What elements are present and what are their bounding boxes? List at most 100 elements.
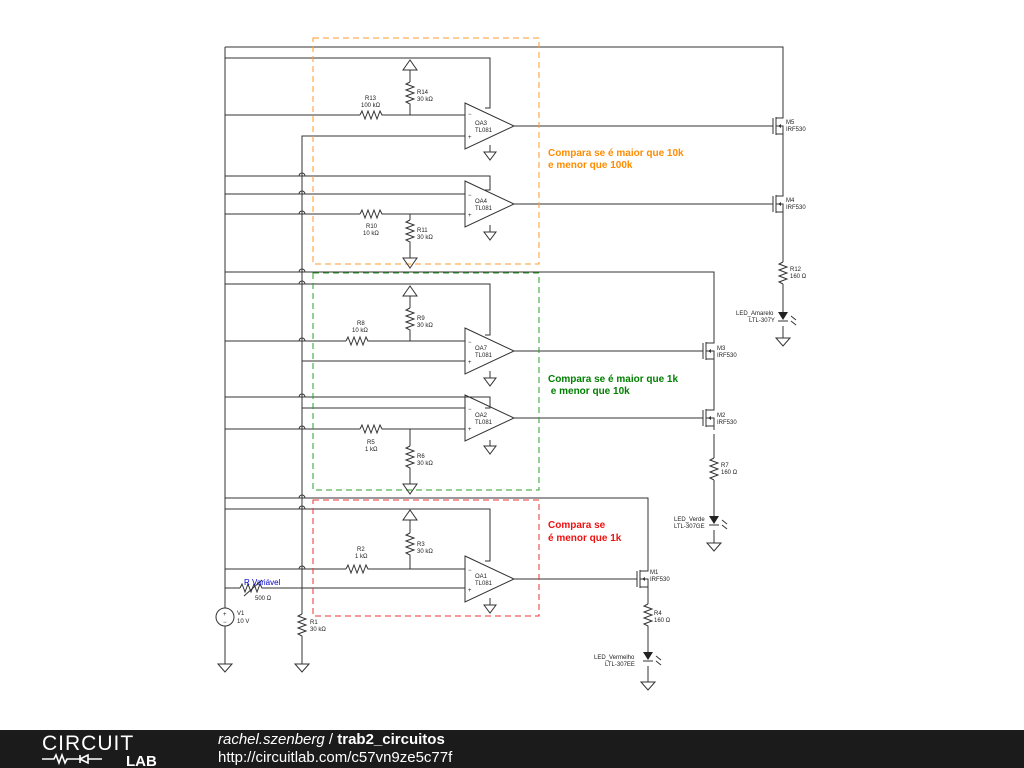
r9-value: 30 kΩ bbox=[417, 323, 433, 329]
resistor-r5[interactable]: R5 1 kΩ bbox=[359, 423, 384, 453]
project-url[interactable]: http://circuitlab.com/c57vn9ze5c77f bbox=[218, 749, 453, 766]
m4-name: M4 bbox=[786, 198, 795, 204]
resistor-r11[interactable]: R11 30 kΩ bbox=[404, 219, 433, 246]
resistor-r14[interactable]: R14 30 kΩ bbox=[404, 81, 433, 108]
m2-model: IRF530 bbox=[717, 420, 737, 426]
svg-text:−: − bbox=[468, 340, 472, 346]
v1-value: 10 V bbox=[237, 619, 249, 625]
led-amarelo-model: LTL-307Y bbox=[749, 318, 775, 324]
led-verde[interactable]: LED_Verde LTL-307GE bbox=[674, 516, 728, 530]
mosfet-m2[interactable]: M2 IRF530 bbox=[700, 406, 737, 430]
led-amarelo[interactable]: LED_Amarelo LTL-307Y bbox=[736, 311, 797, 326]
r11-name: R11 bbox=[417, 228, 428, 234]
led-vermelho[interactable]: LED_Vermelho LTL-307EE bbox=[594, 652, 662, 668]
svg-text:−: − bbox=[468, 568, 472, 574]
mosfet-m1[interactable]: M1 IRF530 bbox=[634, 567, 670, 591]
svg-text:+: + bbox=[468, 427, 472, 433]
r13-name: R13 bbox=[365, 96, 377, 102]
green-annotation-line2: e menor que 10k bbox=[548, 386, 630, 397]
r8-value: 10 kΩ bbox=[352, 328, 368, 334]
svg-text:+: + bbox=[468, 588, 472, 594]
r3-value: 30 kΩ bbox=[417, 549, 433, 555]
ground-symbols bbox=[216, 151, 792, 691]
voltage-source-v1[interactable]: +− V1 10 V bbox=[215, 607, 249, 627]
svg-text:+: + bbox=[468, 213, 472, 219]
led-vermelho-name: LED_Vermelho bbox=[594, 655, 635, 661]
r4-value: 160 Ω bbox=[654, 618, 671, 624]
resistor-r1[interactable]: R1 30 kΩ bbox=[296, 613, 326, 638]
led-vermelho-model: LTL-307EE bbox=[605, 662, 635, 668]
resistor-r6[interactable]: R6 30 kΩ bbox=[404, 445, 433, 472]
svg-text:+: + bbox=[223, 612, 227, 618]
resistor-r2[interactable]: R2 1 kΩ bbox=[345, 547, 370, 575]
resistor-r13[interactable]: R13 100 kΩ bbox=[359, 96, 384, 121]
m5-name: M5 bbox=[786, 120, 795, 126]
svg-text:+: + bbox=[468, 135, 472, 141]
opamp-oa1[interactable]: −+ OA1 TL081 bbox=[464, 555, 516, 603]
m4-model: IRF530 bbox=[786, 205, 806, 211]
footer-bar: CIRCUIT LAB rachel.szenberg / trab2_circ… bbox=[0, 730, 1024, 768]
resistor-r8[interactable]: R8 10 kΩ bbox=[345, 321, 370, 347]
byline-separator: / bbox=[324, 731, 338, 748]
resistor-r9[interactable]: R9 30 kΩ bbox=[404, 307, 433, 334]
circuit-schematic: −+ OA3 TL081 −+ OA4 TL081 −+ OA7 TL081 −… bbox=[215, 37, 807, 691]
author-link[interactable]: rachel.szenberg bbox=[218, 731, 325, 748]
logo-text-bottom: LAB bbox=[126, 753, 157, 768]
circuitlab-logo[interactable]: CIRCUIT LAB bbox=[40, 730, 180, 768]
project-byline: rachel.szenberg / trab2_circuitos bbox=[218, 731, 445, 749]
orange-group-box bbox=[312, 37, 540, 265]
oa4-name: OA4 bbox=[475, 199, 488, 205]
r3-name: R3 bbox=[417, 542, 425, 548]
m3-model: IRF530 bbox=[717, 353, 737, 359]
r12-value: 160 Ω bbox=[790, 274, 807, 280]
oa7-model: TL081 bbox=[475, 353, 493, 359]
oa7-name: OA7 bbox=[475, 346, 488, 352]
resistor-r10[interactable]: R10 10 kΩ bbox=[359, 208, 384, 237]
led-amarelo-name: LED_Amarelo bbox=[736, 311, 774, 317]
resistor-r-variavel[interactable]: R Variável 500 Ω bbox=[239, 578, 281, 602]
supply-arrows bbox=[402, 59, 418, 521]
r5-name: R5 bbox=[367, 440, 375, 446]
m3-name: M3 bbox=[717, 346, 726, 352]
r6-value: 30 kΩ bbox=[417, 461, 433, 467]
oa1-model: TL081 bbox=[475, 581, 493, 587]
r13-value: 100 kΩ bbox=[361, 103, 381, 109]
oa2-name: OA2 bbox=[475, 413, 488, 419]
green-annotation-line1: Compara se é maior que 1k bbox=[548, 374, 678, 385]
rvar-value: 500 Ω bbox=[255, 596, 272, 602]
mosfet-m3[interactable]: M3 IRF530 bbox=[700, 339, 737, 363]
mosfet-m4[interactable]: M4 IRF530 bbox=[770, 192, 806, 216]
red-annotation-line2: é menor que 1k bbox=[548, 533, 622, 544]
r1-name: R1 bbox=[310, 620, 318, 626]
resistor-r12[interactable]: R12 160 Ω bbox=[777, 261, 807, 285]
r14-name: R14 bbox=[417, 90, 429, 96]
resistor-r7[interactable]: R7 160 Ω bbox=[708, 457, 738, 481]
r12-name: R12 bbox=[790, 267, 802, 273]
r2-name: R2 bbox=[357, 547, 365, 553]
oa2-model: TL081 bbox=[475, 420, 493, 426]
rvar-name: R Variável bbox=[244, 578, 281, 587]
project-link[interactable]: trab2_circuitos bbox=[337, 731, 445, 748]
r10-value: 10 kΩ bbox=[363, 231, 379, 237]
red-group-box bbox=[312, 499, 540, 617]
svg-text:−: − bbox=[468, 193, 472, 199]
green-group-box bbox=[312, 272, 540, 491]
mosfet-m5[interactable]: M5 IRF530 bbox=[770, 114, 806, 138]
opamp-oa3[interactable]: −+ OA3 TL081 bbox=[464, 102, 516, 150]
resistor-r3[interactable]: R3 30 kΩ bbox=[404, 532, 433, 560]
r14-value: 30 kΩ bbox=[417, 97, 433, 103]
svg-text:−: − bbox=[223, 620, 227, 626]
oa4-model: TL081 bbox=[475, 206, 493, 212]
r5-value: 1 kΩ bbox=[365, 447, 378, 453]
led-verde-model: LTL-307GE bbox=[674, 524, 705, 530]
resistor-r4[interactable]: R4 160 Ω bbox=[642, 603, 671, 628]
r9-name: R9 bbox=[417, 316, 425, 322]
opamp-oa2[interactable]: −+ OA2 TL081 bbox=[464, 394, 516, 442]
r2-value: 1 kΩ bbox=[355, 554, 368, 560]
orange-annotation-line2: e menor que 100k bbox=[548, 160, 633, 171]
opamp-oa4[interactable]: − + OA4 TL081 bbox=[464, 180, 516, 228]
opamp-oa7[interactable]: −+ OA7 TL081 bbox=[464, 327, 516, 375]
r11-value: 30 kΩ bbox=[417, 235, 433, 241]
orange-annotation-line1: Compara se é maior que 10k bbox=[548, 148, 684, 159]
oa3-model: TL081 bbox=[475, 128, 493, 134]
